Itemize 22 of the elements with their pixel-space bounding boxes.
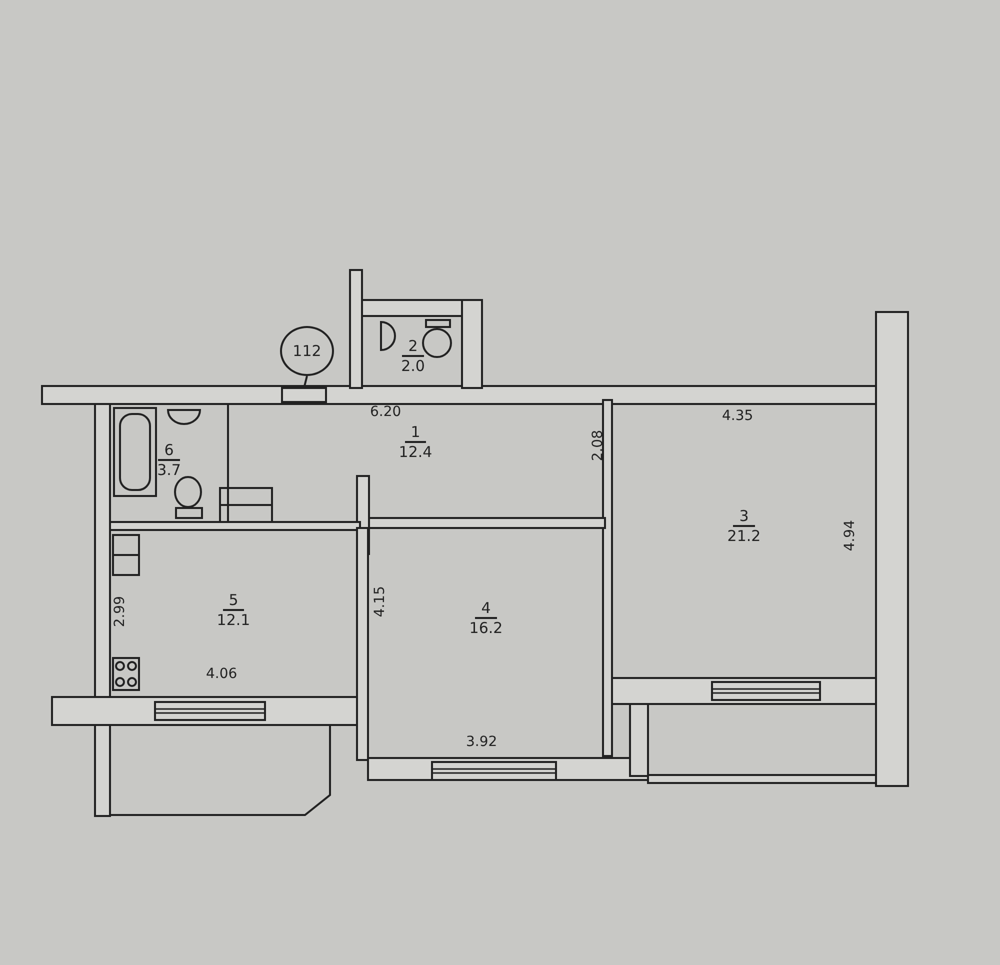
- callout-circle: 112: [280, 326, 334, 376]
- wall-segment: [281, 387, 327, 403]
- dimension-label: 4.94: [842, 520, 858, 552]
- room-number: 6: [158, 442, 180, 461]
- dimension-label: 6.20: [370, 404, 402, 420]
- room-number: 2: [402, 338, 424, 357]
- room-area-value: 12.1: [216, 611, 250, 629]
- dimension-label: 3.92: [466, 734, 498, 750]
- dimension-label: 4.06: [206, 666, 238, 682]
- room-number: 1: [404, 424, 426, 443]
- dimension-label: 4.15: [372, 586, 388, 618]
- room-area-value: 2.0: [401, 357, 425, 375]
- dimension-label: 2.08: [590, 430, 606, 462]
- room-number: 3: [733, 508, 755, 527]
- room-area-value: 3.7: [157, 461, 181, 479]
- room-area-value: 16.2: [469, 619, 503, 637]
- room-number: 5: [222, 592, 244, 611]
- room-area-value: 12.4: [398, 443, 432, 461]
- dimension-label: 2.99: [112, 596, 128, 628]
- room-number: 4: [475, 600, 497, 619]
- dimension-label: 4.35: [722, 408, 754, 424]
- room-area-value: 21.2: [727, 527, 761, 545]
